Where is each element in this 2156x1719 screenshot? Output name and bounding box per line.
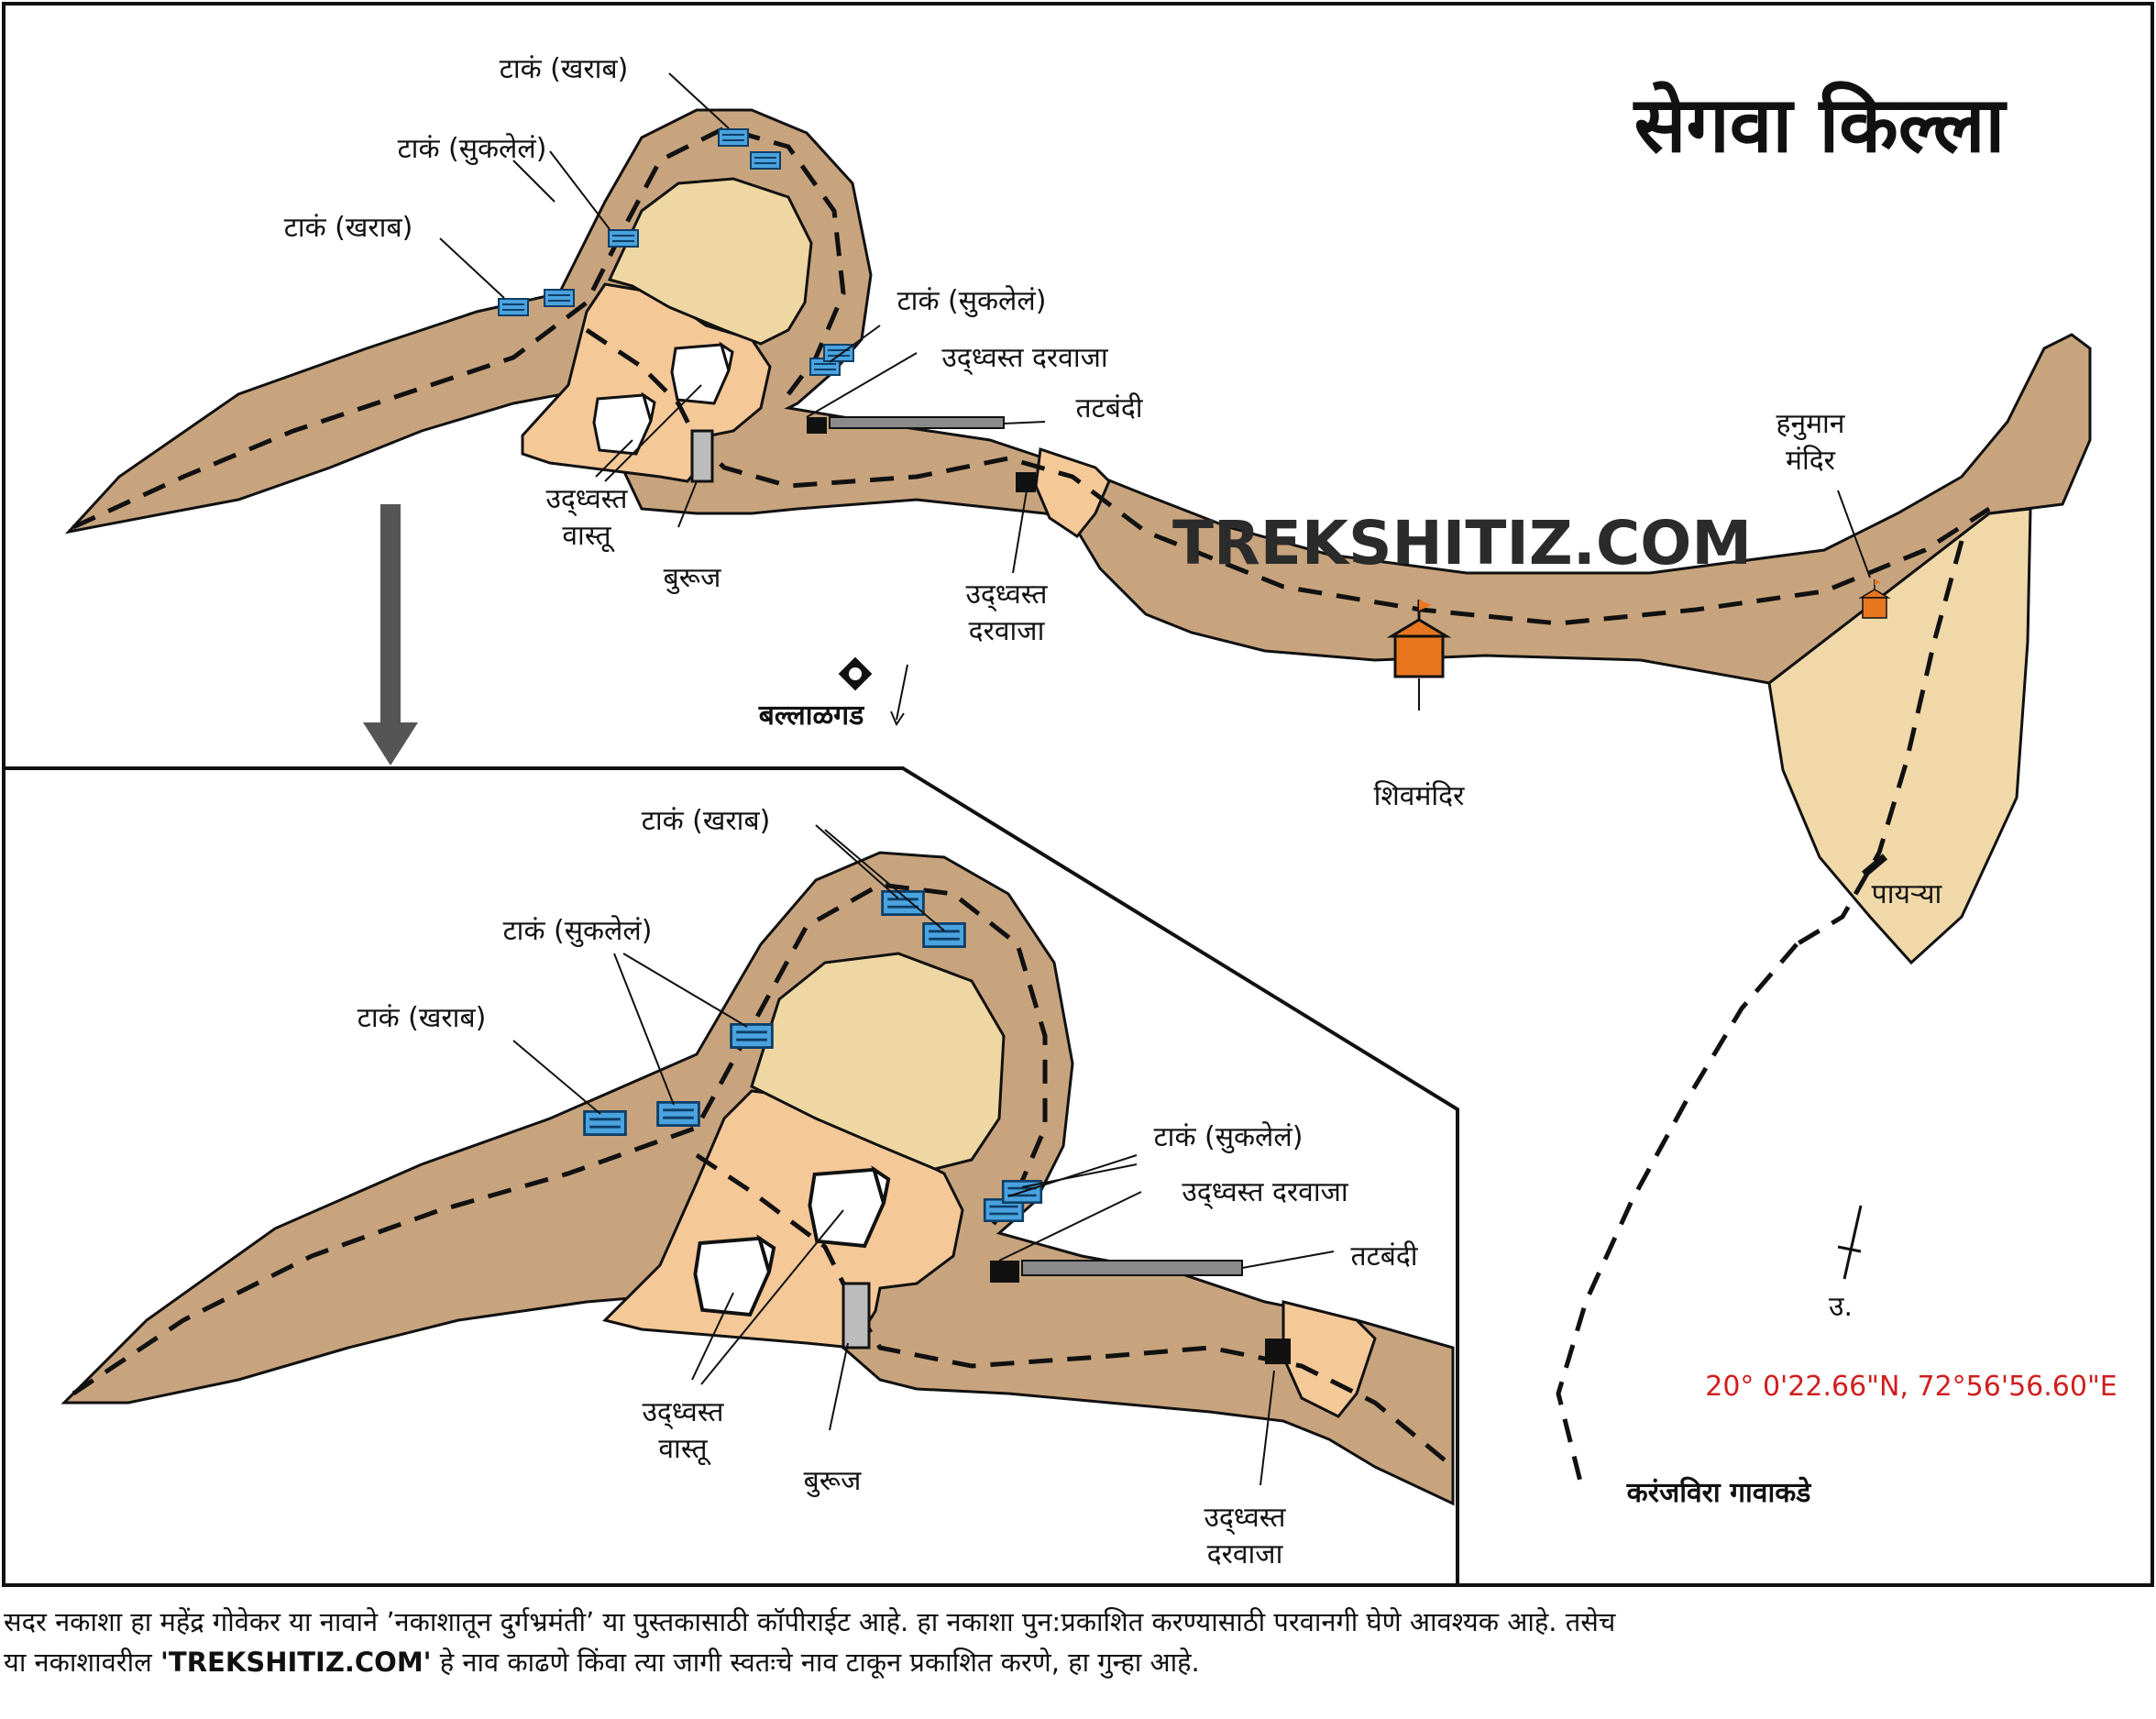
inset-trail-loop — [695, 1152, 1455, 1469]
steps-icon — [1861, 854, 1888, 877]
trail-main — [72, 126, 846, 530]
label-ruined-gate-2-l1: उद्ध्वस्त — [965, 579, 1048, 612]
footer-line-2-post: हे नाव काढणे किंवा त्या जागी स्वतःचे नाव… — [431, 1647, 1200, 1678]
inset-tank-4 — [656, 1101, 700, 1127]
gate-1 — [807, 417, 827, 434]
main-map: टाकं (खराब) टाकं (सुकलेलं) टाकं (खराब) ट… — [64, 53, 2092, 1486]
gate-2 — [1016, 472, 1036, 492]
inset-summit — [750, 952, 1006, 1171]
inset-tank-3 — [730, 1023, 774, 1049]
inset-gate-1 — [990, 1261, 1019, 1283]
inset-label-ruined-gate-2-l1: उद्ध्वस्त — [1204, 1502, 1286, 1535]
fort-hill — [64, 108, 2092, 685]
label-hanuman-l2: मंदिर — [1786, 445, 1836, 477]
copyright-footer: सदर नकाशा हा महेंद्र गोवेकर या नावाने ’न… — [0, 1591, 2156, 1719]
ballalgad-marker — [838, 656, 908, 727]
inset-gate-2 — [1265, 1339, 1291, 1364]
footer-line-1: सदर नकाशा हा महेंद्र गोवेकर या नावाने ’न… — [4, 1606, 1616, 1637]
label-karanjvira: करंजविरा गावाकडे — [1626, 1476, 1812, 1509]
rampart-wall — [829, 416, 1005, 429]
inset-tank-5 — [583, 1110, 627, 1136]
bastion-block — [690, 429, 714, 483]
tank-5 — [498, 298, 529, 316]
footer-line-2: या नकाशावरील 'TREKSHITIZ.COM' हे नाव काढ… — [4, 1642, 2152, 1682]
label-rampart-main: तटबंदी — [1075, 392, 1143, 424]
inset-inner-terrace — [602, 1089, 964, 1350]
label-tank-dry-gate: टाकं (सुकलेलं) — [897, 285, 1047, 318]
tank-4 — [544, 289, 575, 307]
inset-label-tank-bad-top: टाकं (खराब) — [642, 805, 771, 837]
map-title: सेगवा किल्ला — [1633, 80, 2008, 170]
inset-label-tank-bad-left: टाकं (खराब) — [358, 1002, 487, 1034]
north-arrow — [1837, 1205, 1863, 1280]
label-ruined-structure-l1: उद्ध्वस्त — [545, 483, 628, 516]
inset-label-ruined-structure-l2: वास्तू — [658, 1433, 710, 1466]
label-shiv-temple: शिवमंदिर — [1374, 780, 1465, 812]
inset-bastion-block — [842, 1282, 871, 1350]
inset-label-rampart: तटबंदी — [1350, 1240, 1418, 1273]
watermark: TREKSHITIZ.COM — [1172, 508, 1752, 579]
label-tank-dry-main: टाकं (सुकलेलं) — [398, 133, 547, 166]
label-tank-bad-left: टाकं (खराब) — [284, 212, 413, 244]
trail-south — [1795, 540, 1964, 947]
inset-trail-main — [72, 882, 1048, 1396]
footer-line-2-pre: या नकाशावरील — [4, 1647, 161, 1678]
trail-loop — [585, 327, 1991, 626]
trail-karanjvira — [1556, 942, 1798, 1486]
tank-1 — [718, 128, 749, 147]
north-label: उ. — [1829, 1291, 1853, 1323]
label-tank-bad-top: टाकं (खराब) — [500, 53, 629, 85]
label-steps: पायऱ्या — [1872, 878, 1943, 910]
label-hanuman-l1: हनुमान — [1776, 408, 1846, 441]
inset-rampart-wall — [1021, 1260, 1243, 1276]
label-ruined-gate-2-l2: दरवाजा — [969, 615, 1046, 647]
coordinates: 20° 0'22.66"N, 72°56'56.60"E — [1705, 1371, 2117, 1403]
label-ballalgad: बल्लाळगड — [758, 700, 864, 732]
inset-arrow — [363, 504, 418, 766]
inset-label-bastion: बुरूज — [804, 1465, 862, 1498]
inset-map: टाकं (खराब) टाकं (सुकलेलं) टाकं (खराब) ट… — [60, 805, 1455, 1570]
inset-label-ruined-gate-2-l2: दरवाजा — [1207, 1538, 1284, 1570]
entrance-terrace — [1034, 446, 1111, 539]
summit — [607, 177, 813, 346]
inset-label-ruined-gate: उद्ध्वस्त दरवाजा — [1182, 1176, 1349, 1209]
label-ruined-structure-l2: वास्तू — [562, 520, 614, 553]
inset-tank-2 — [922, 922, 966, 948]
label-bastion-main: बुरूज — [664, 562, 721, 595]
inset-label-ruined-structure-l1: उद्ध्वस्त — [642, 1396, 724, 1429]
inset-label-tank-dry-gate: टाकं (सुकलेलं) — [1154, 1121, 1304, 1154]
tank-2 — [750, 151, 781, 170]
tank-3 — [608, 229, 639, 248]
inset-label-tank-dry: टाकं (सुकलेलं) — [503, 915, 653, 948]
label-ruined-gate-main: उद्ध्वस्त दरवाजा — [941, 342, 1109, 375]
footer-line-2-site: 'TREKSHITIZ.COM' — [160, 1647, 432, 1678]
